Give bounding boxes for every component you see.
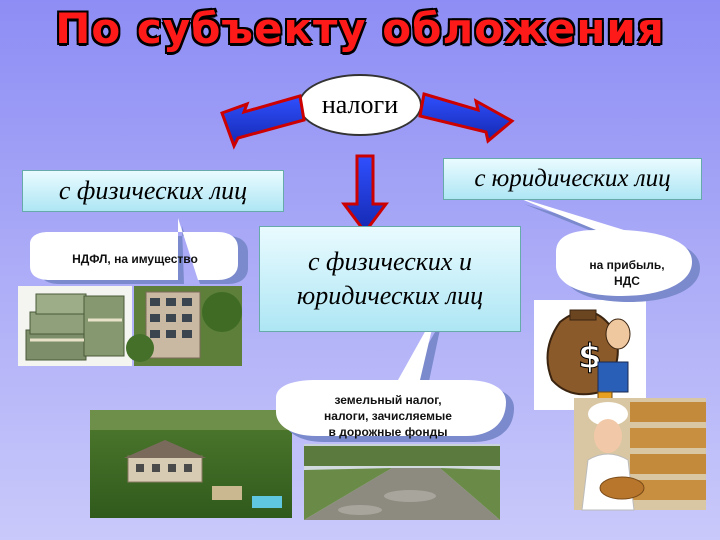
svg-text:$: $ [578, 337, 602, 377]
callout-both-bubble [276, 312, 514, 442]
road-image [304, 444, 500, 520]
callout-both-text: земельный налог, налоги, зачисляемые в д… [290, 392, 486, 441]
money-stacks-image [18, 286, 132, 366]
box-both-line1: с физических и [307, 247, 472, 277]
center-oval-taxes: налоги [298, 74, 422, 136]
callout-individuals-bubble [30, 218, 248, 284]
baker-with-bread-image [574, 398, 706, 511]
arrow-right [418, 92, 515, 144]
box-both-line2: юридических лиц [296, 281, 484, 310]
slide-title: По субъекту обложения [55, 4, 665, 53]
arrow-down [341, 154, 389, 235]
money-bag-man-image: $ [534, 300, 646, 410]
box-legal-entities: с юридических лиц [443, 158, 702, 200]
callout-both-line3: в дорожные фонды [328, 425, 448, 440]
callout-legal-line1: на прибыль, [589, 258, 665, 272]
callout-both-line1: земельный налог, [334, 393, 442, 407]
callout-both-line2: налоги, зачисляемые [324, 409, 452, 424]
box-legal-entities-label: с юридических лиц [474, 165, 671, 192]
estate-image [90, 410, 292, 518]
apartment-building-image [126, 286, 242, 366]
box-individuals: с физических лиц [22, 170, 284, 212]
center-label: налоги [321, 90, 399, 119]
callout-legal-bubble [514, 196, 700, 302]
arrow-left [220, 94, 306, 150]
box-individuals-label: с физических лиц [58, 176, 248, 205]
callout-legal-line2: НДС [614, 274, 640, 289]
box-individuals-and-legal: с физических и юридических лиц [259, 226, 521, 332]
callout-individuals-text: НДФЛ, на имущество [72, 252, 198, 266]
callout-legal-text: на прибыль, НДС [557, 257, 697, 289]
